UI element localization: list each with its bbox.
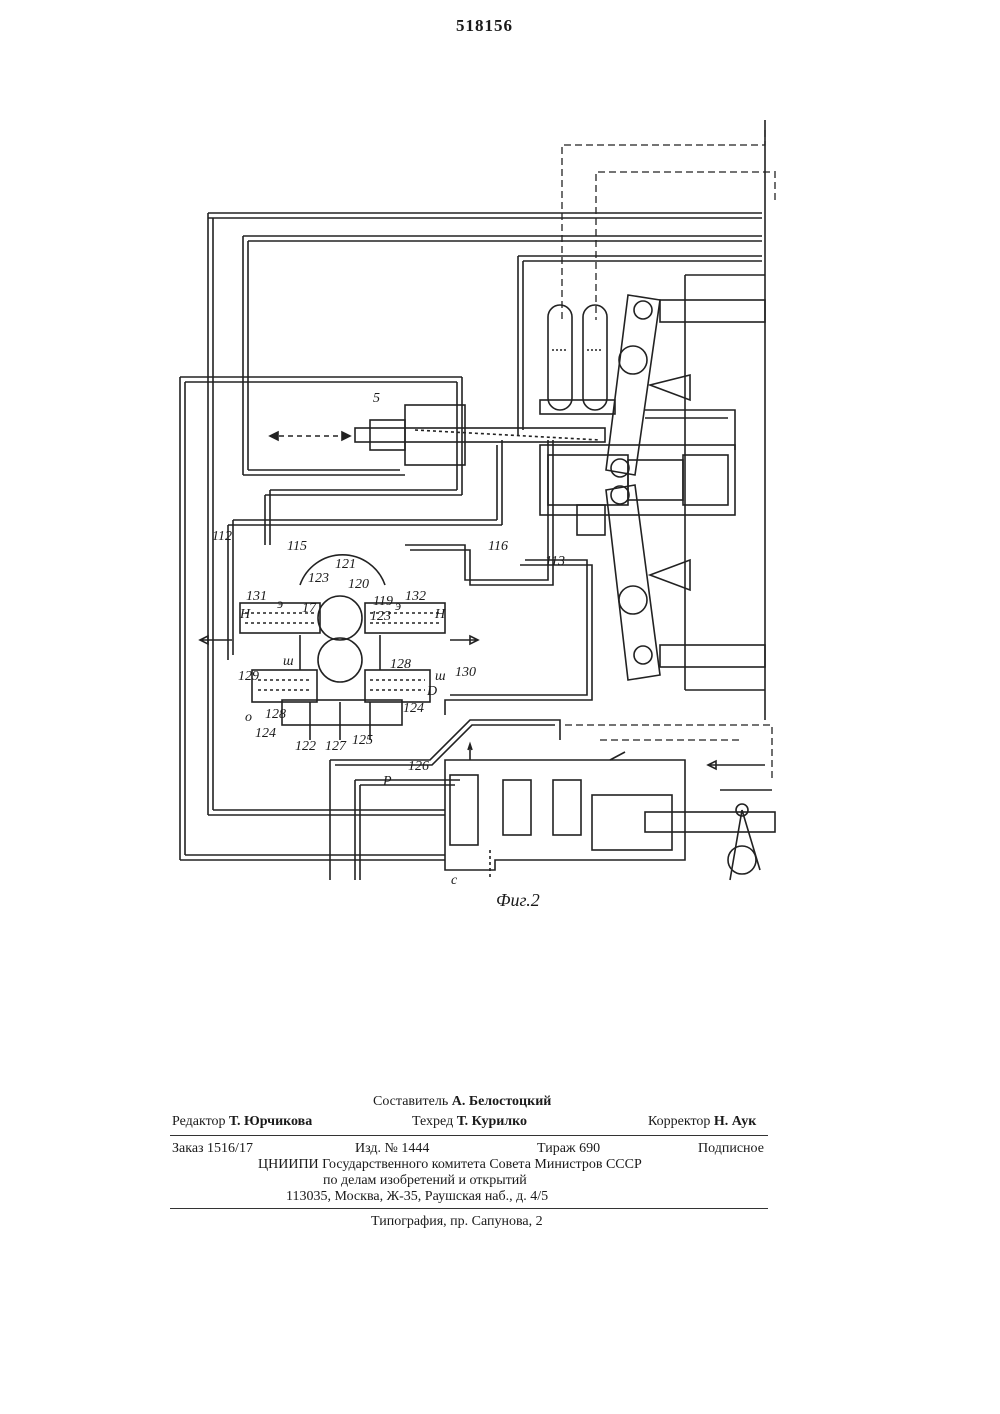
label-113: 113 — [545, 554, 565, 569]
label-115: 115 — [287, 539, 307, 554]
linkage — [708, 761, 772, 880]
label-122: 122 — [295, 739, 316, 754]
corrector-line: Корректор Н. Аук — [648, 1114, 756, 1130]
label-e-right: э — [395, 599, 401, 614]
label-128b: 128 — [390, 657, 411, 672]
techred-label: Техред — [412, 1114, 453, 1129]
subscription: Подписное — [698, 1141, 764, 1157]
label-121: 121 — [335, 557, 356, 572]
label-e-left: э — [277, 597, 283, 612]
editor-line: Редактор Т. Юрчикова — [172, 1114, 312, 1130]
label-sh-left: ш — [283, 654, 294, 669]
label-116: 116 — [488, 539, 508, 554]
label-131: 131 — [246, 589, 267, 604]
label-128a: 128 — [265, 707, 286, 722]
label-c: с — [451, 873, 458, 888]
printer: Типография, пр. Сапунова, 2 — [371, 1214, 543, 1230]
technical-drawing: 5 112 115 116 113 121 120 119 123 123 13… — [0, 0, 1000, 1000]
circulation: Тираж 690 — [537, 1141, 600, 1157]
label-P: Р — [382, 774, 392, 789]
label-119: 119 — [373, 594, 393, 609]
label-123b: 123 — [370, 609, 391, 624]
divider-top — [170, 1135, 768, 1136]
label-5: 5 — [373, 391, 380, 406]
accumulators — [540, 305, 615, 414]
editor-name: Т. Юрчикова — [229, 1114, 312, 1129]
corrector-name: Н. Аук — [714, 1114, 756, 1129]
label-D: D — [426, 684, 437, 699]
editor-label: Редактор — [172, 1114, 226, 1129]
lower-cylinder-block — [445, 744, 775, 870]
levers — [606, 295, 690, 680]
divider-bottom — [170, 1208, 768, 1209]
hydraulic-lines — [180, 213, 762, 880]
corrector-label: Корректор — [648, 1114, 710, 1129]
order-number: Заказ 1516/17 — [172, 1141, 253, 1157]
techred-name: Т. Курилко — [457, 1114, 527, 1129]
label-126: 126 — [408, 759, 429, 774]
organization-line1: ЦНИИПИ Государственного комитета Совета … — [258, 1157, 642, 1173]
label-112: 112 — [212, 529, 232, 544]
label-132: 132 — [405, 589, 426, 604]
compiler-label: Составитель — [373, 1094, 448, 1109]
label-sh-right: ш — [435, 669, 446, 684]
techred-line: Техред Т. Курилко — [412, 1114, 527, 1130]
label-123a: 123 — [308, 571, 329, 586]
label-124b: 124 — [403, 701, 424, 716]
edition-number: Изд. № 1444 — [355, 1141, 429, 1157]
figure-caption: Фиг.2 — [496, 890, 540, 911]
address: 113035, Москва, Ж-35, Раушская наб., д. … — [286, 1189, 548, 1205]
label-124a: 124 — [255, 726, 276, 741]
figure-labels: 5 112 115 116 113 121 120 119 123 123 13… — [212, 391, 565, 888]
label-120: 120 — [348, 577, 369, 592]
label-130: 130 — [455, 665, 476, 680]
label-H-left: Н — [239, 607, 251, 622]
label-o: о — [245, 710, 252, 725]
valve-block — [200, 555, 478, 740]
compiler-line: Составитель А. Белостоцкий — [373, 1094, 551, 1110]
compiler-name: А. Белостоцкий — [452, 1094, 552, 1109]
label-17: 17 — [302, 601, 317, 616]
label-H-right: Н — [434, 607, 446, 622]
label-125: 125 — [352, 733, 373, 748]
organization-line2: по делам изобретений и открытий — [323, 1173, 527, 1189]
brake-housing — [645, 120, 765, 720]
label-127: 127 — [325, 739, 347, 754]
label-129: 129 — [238, 669, 259, 684]
